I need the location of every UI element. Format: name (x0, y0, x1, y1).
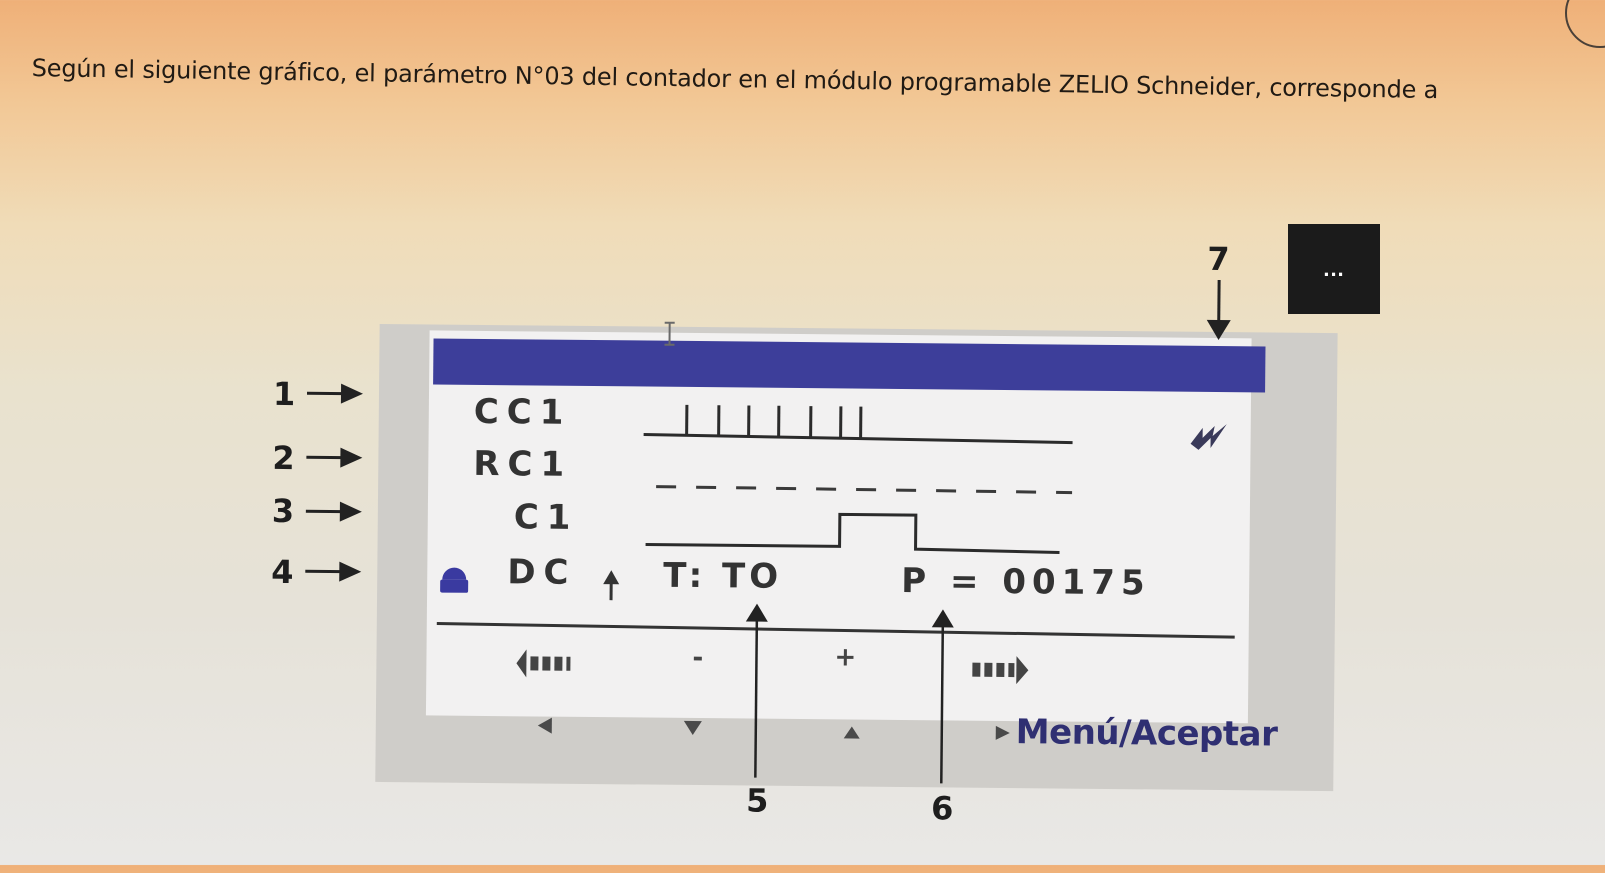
callout-arrow-4 (305, 561, 361, 582)
nav-up-icon (844, 726, 860, 738)
callout-arrow-7 (1207, 280, 1232, 340)
count-direction-up-icon (603, 570, 619, 600)
nav-left-icon (538, 717, 552, 733)
left-scroll-icon (516, 649, 570, 678)
callout-arrow-3 (306, 501, 362, 522)
callout-arrow-2 (306, 447, 362, 468)
right-scroll-icon (972, 656, 1028, 685)
rc1-signal-trace (656, 487, 1072, 493)
cc1-signal-trace (644, 404, 1073, 442)
nav-down-icon (684, 721, 702, 735)
c1-signal-trace (646, 513, 1060, 553)
display-separator (437, 624, 1235, 638)
nav-right-icon (996, 726, 1010, 740)
more-options-button[interactable]: ... (1288, 224, 1380, 314)
callout-arrow-6 (930, 609, 954, 783)
callout-arrow-1 (307, 383, 363, 404)
